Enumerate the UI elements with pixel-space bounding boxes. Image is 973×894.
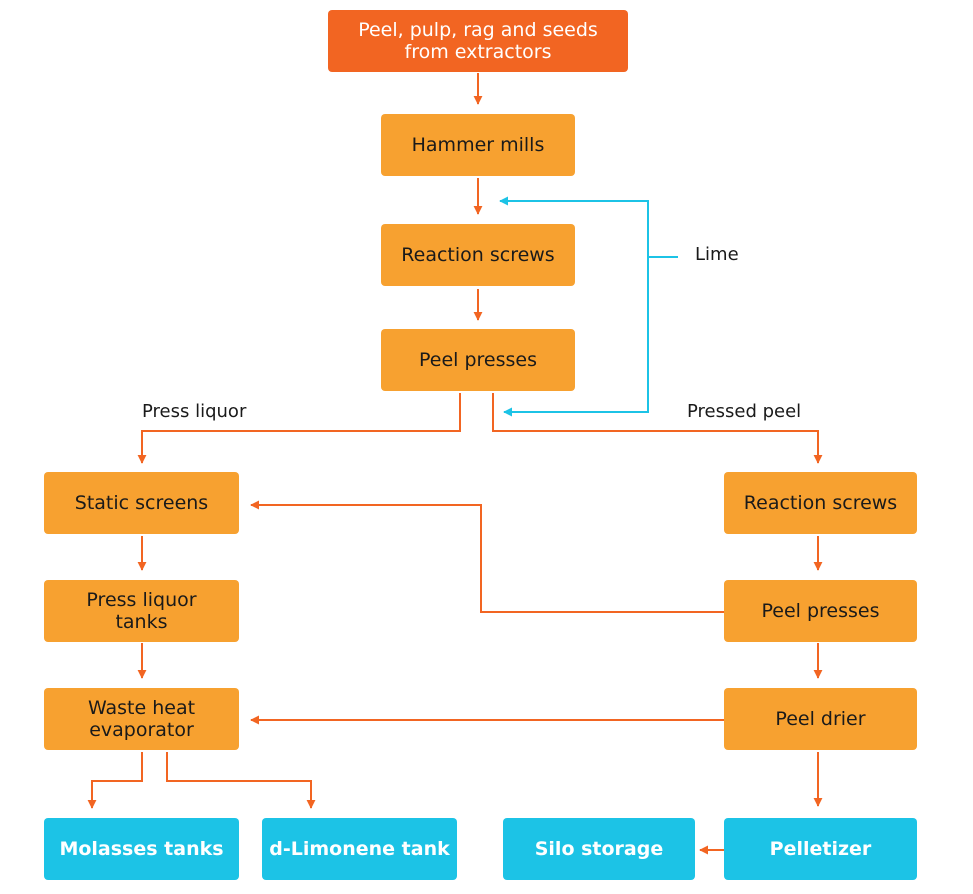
arrow-evaporator-to-molasses xyxy=(87,752,143,809)
node-peel-presses-right-label: Peel presses xyxy=(761,600,880,622)
node-hammer-mills: Hammer mills xyxy=(381,114,575,176)
node-press-liquor-tanks-line2: tanks xyxy=(115,611,168,633)
label-lime: Lime xyxy=(695,244,739,265)
node-reaction-screws-right: Reaction screws xyxy=(724,472,917,534)
node-d-limonene-tank: d-Limonene tank xyxy=(262,818,457,880)
node-silo-storage: Silo storage xyxy=(503,818,695,880)
node-reaction-screws-right-label: Reaction screws xyxy=(743,492,898,514)
node-peel-drier-label: Peel drier xyxy=(775,708,866,730)
arrow-presses2-to-static xyxy=(250,500,724,613)
node-pelletizer-label: Pelletizer xyxy=(769,838,872,860)
arrow-lime-to-reaction xyxy=(499,196,678,258)
label-press-liquor: Press liquor xyxy=(142,401,247,422)
node-reaction-screws-top: Reaction screws xyxy=(381,224,575,286)
node-hammer-mills-label: Hammer mills xyxy=(411,134,545,156)
arrow-lime-to-presses xyxy=(503,257,649,417)
node-reaction-screws-top-label: Reaction screws xyxy=(401,244,555,266)
node-pelletizer: Pelletizer xyxy=(724,818,917,880)
node-d-limonene-tank-label: d-Limonene tank xyxy=(269,838,450,860)
node-peel-drier: Peel drier xyxy=(724,688,917,750)
node-static-screens-label: Static screens xyxy=(74,492,209,514)
arrow-evaporator-to-limonene xyxy=(166,752,316,809)
node-static-screens: Static screens xyxy=(44,472,239,534)
node-extractors-line1: Peel, pulp, rag and seeds xyxy=(358,19,598,41)
label-pressed-peel: Pressed peel xyxy=(687,401,802,422)
node-peel-presses-top: Peel presses xyxy=(381,329,575,391)
node-peel-presses-top-label: Peel presses xyxy=(418,349,537,371)
node-press-liquor-tanks-line1: Press liquor xyxy=(86,589,197,611)
node-waste-heat-evaporator-line1: Waste heat xyxy=(87,697,196,719)
node-extractors-line2: from extractors xyxy=(404,41,552,63)
node-molasses-tanks: Molasses tanks xyxy=(44,818,239,880)
node-silo-storage-label: Silo storage xyxy=(534,838,664,860)
arrow-pressed-peel xyxy=(492,393,823,464)
node-peel-presses-right: Peel presses xyxy=(724,580,917,642)
arrow-press-liquor xyxy=(137,393,461,464)
node-molasses-tanks-label: Molasses tanks xyxy=(59,838,224,860)
node-waste-heat-evaporator-line2: evaporator xyxy=(89,719,194,741)
